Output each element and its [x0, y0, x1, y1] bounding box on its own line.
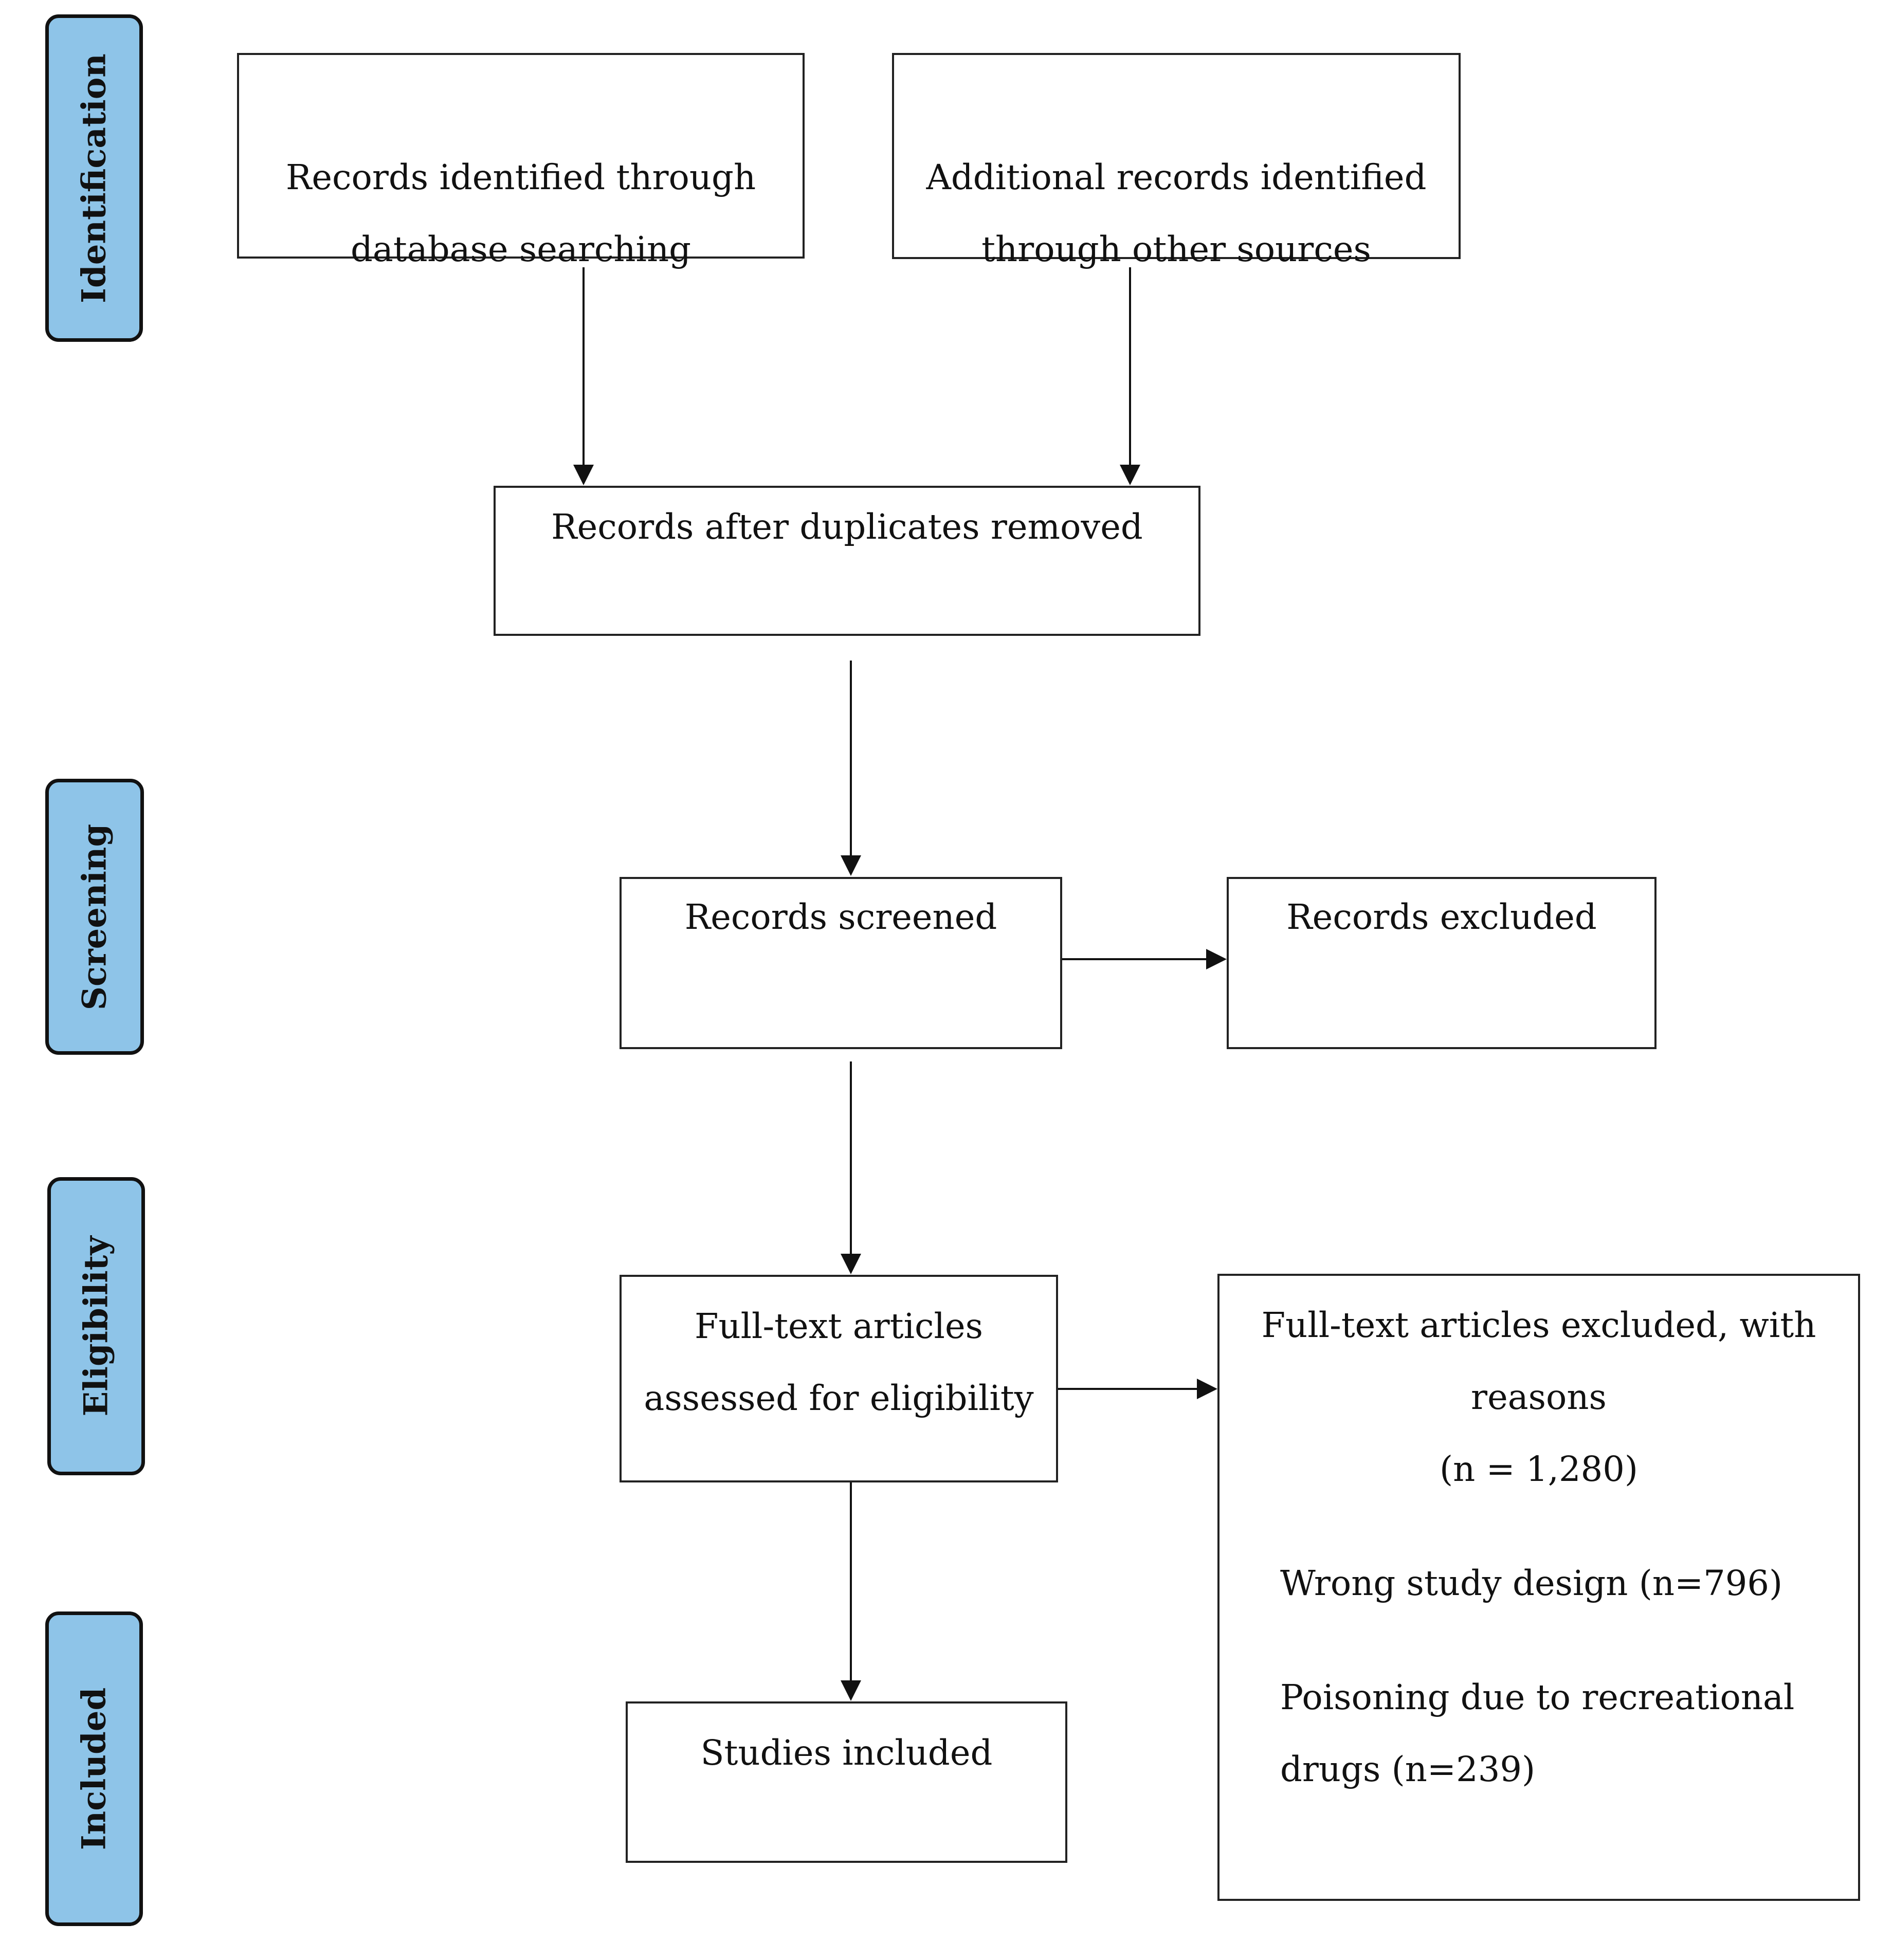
box-records-screened: Records screened — [620, 877, 1062, 1049]
phase-identification: Identification — [45, 14, 143, 342]
box-records-excluded: Records excluded — [1227, 877, 1657, 1049]
box-fulltext-excluded: Full-text articles excluded, with reason… — [1217, 1274, 1860, 1901]
phase-screening: Screening — [45, 779, 144, 1055]
box-fulltext-assessed-line-1: Full-text articles — [694, 1306, 984, 1346]
box-other-sources-line-1: Additional records identified — [926, 157, 1427, 197]
box-studies-included-line-1: Studies included — [700, 1733, 993, 1773]
reason-recreational-drugs-line-1: Poisoning due to recreational — [1280, 1677, 1795, 1717]
box-studies-included: Studies included — [626, 1701, 1067, 1863]
box-fulltext-excluded-title-3: (n = 1,280) — [1440, 1449, 1638, 1489]
box-duplicates-removed: Records after duplicates removed — [494, 486, 1200, 636]
box-fulltext-assessed-line-2: assessed for eligibility — [644, 1378, 1034, 1418]
phase-eligibility: Eligibility — [47, 1177, 145, 1475]
box-records-screened-line-1: Records screened — [684, 897, 997, 937]
box-database-search-line-1: Records identified through — [285, 157, 756, 197]
box-fulltext-excluded-title-2: reasons — [1471, 1377, 1607, 1417]
box-other-sources-line-2: through other sources — [981, 229, 1371, 269]
phase-included: Included — [45, 1611, 143, 1926]
box-database-search-line-2: database searching — [350, 229, 691, 269]
box-other-sources: Additional records identified through ot… — [892, 53, 1461, 269]
reason-wrong-study-design: Wrong study design (n=796) — [1280, 1563, 1783, 1603]
reason-recreational-drugs-line-2: drugs (n=239) — [1280, 1749, 1536, 1789]
box-duplicates-removed-line-1: Records after duplicates removed — [551, 507, 1143, 547]
box-database-search: Records identified through database sear… — [237, 53, 805, 269]
box-records-excluded-line-1: Records excluded — [1286, 897, 1597, 937]
box-fulltext-assessed: Full-text articles assessed for eligibil… — [620, 1275, 1058, 1482]
box-fulltext-excluded-title-1: Full-text articles excluded, with — [1261, 1305, 1816, 1345]
